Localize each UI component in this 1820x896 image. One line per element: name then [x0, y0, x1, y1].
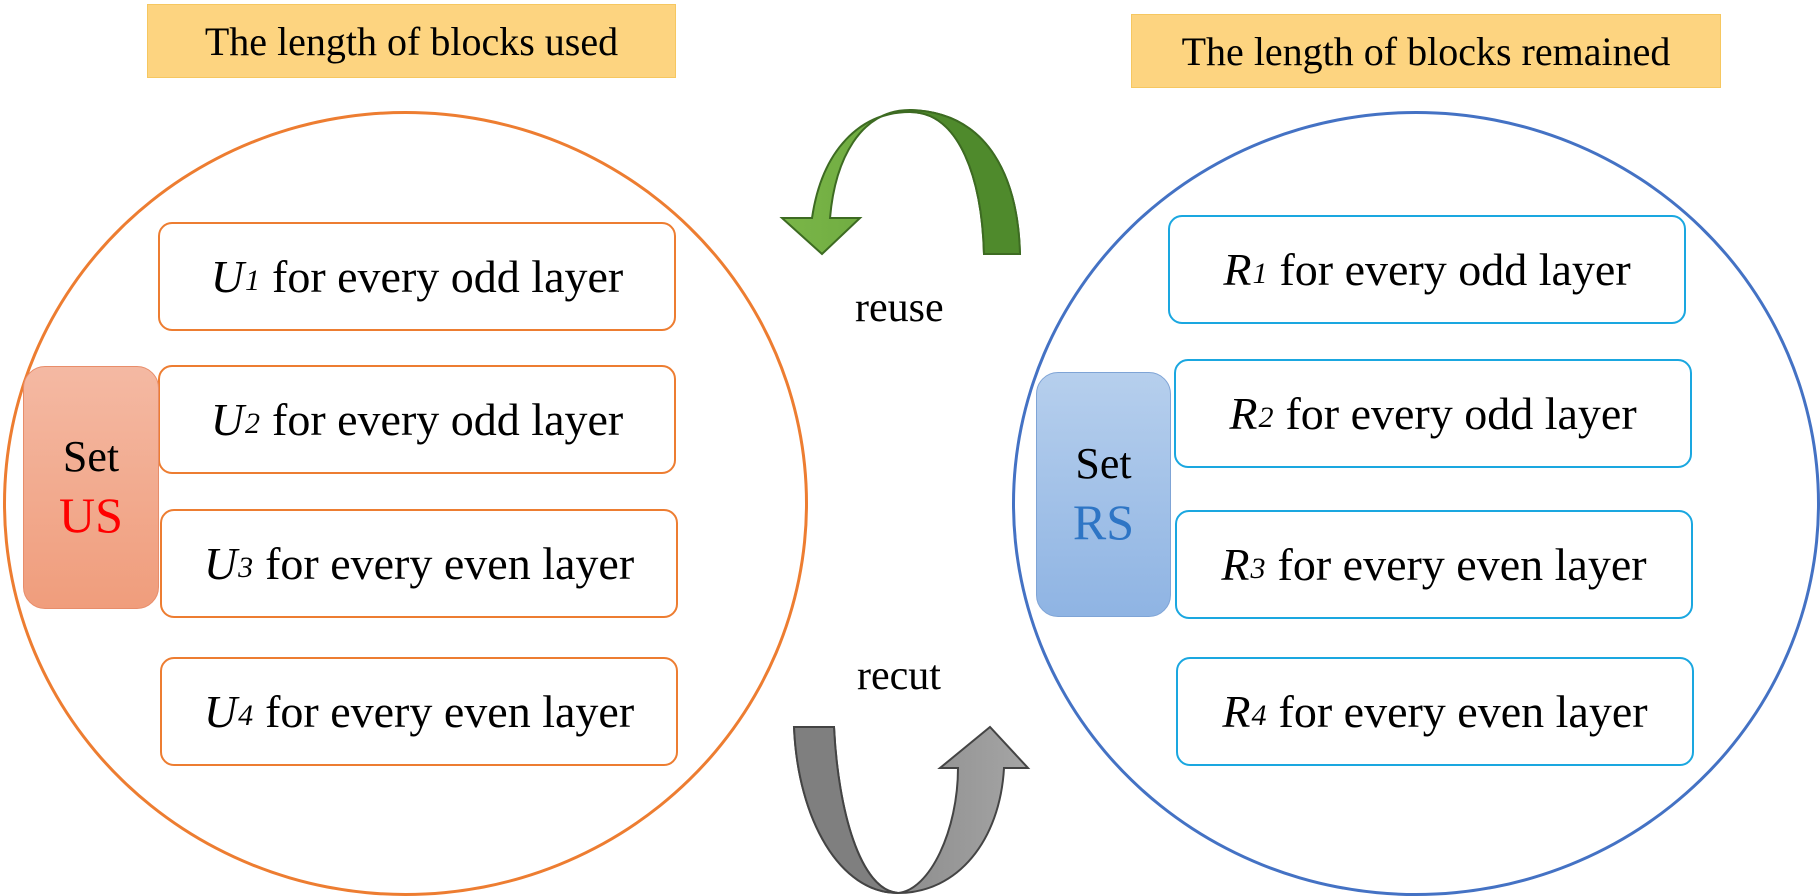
item-subscript: 1: [245, 263, 260, 297]
reuse-arrow: [779, 108, 1022, 256]
item-symbol: U: [203, 686, 238, 737]
item-text: for every odd layer: [1285, 388, 1637, 439]
set-code: US: [59, 486, 123, 543]
recut-label: recut: [857, 653, 941, 699]
set-label: Set: [62, 431, 120, 481]
item-symbol: U: [203, 538, 238, 589]
item-symbol: R: [1229, 388, 1258, 439]
item-subscript: 3: [238, 550, 254, 584]
item-subscript: 4: [1251, 698, 1267, 732]
remained-title: The length of blocks remained: [1131, 14, 1721, 88]
used-title: The length of blocks used: [147, 4, 676, 78]
item-subscript: 2: [245, 406, 260, 440]
set-label: Set: [1075, 438, 1132, 488]
set-us-badge: Set US: [23, 366, 159, 609]
set-code: RS: [1072, 493, 1135, 550]
reuse-label: reuse: [855, 285, 944, 331]
item-symbol: R: [1222, 686, 1251, 737]
item-symbol: R: [1221, 539, 1250, 590]
item-symbol: R: [1223, 244, 1252, 295]
set-rs-badge: Set RS: [1036, 372, 1171, 617]
recut-arrow: [792, 725, 1031, 895]
item-text: for every even layer: [1277, 539, 1647, 590]
item-subscript: 3: [1250, 551, 1266, 585]
item-symbol: U: [210, 394, 244, 445]
item-subscript: 2: [1258, 400, 1274, 434]
item-subscript: 1: [1252, 256, 1268, 290]
item-text: for every odd layer: [272, 394, 624, 445]
item-text: for every odd layer: [272, 251, 624, 302]
item-text: for every odd layer: [1279, 244, 1631, 295]
item-symbol: U: [210, 251, 244, 302]
item-text: for every even layer: [265, 538, 635, 589]
item-subscript: 4: [238, 698, 254, 732]
item-text: for every even layer: [1278, 686, 1648, 737]
item-text: for every even layer: [265, 686, 635, 737]
